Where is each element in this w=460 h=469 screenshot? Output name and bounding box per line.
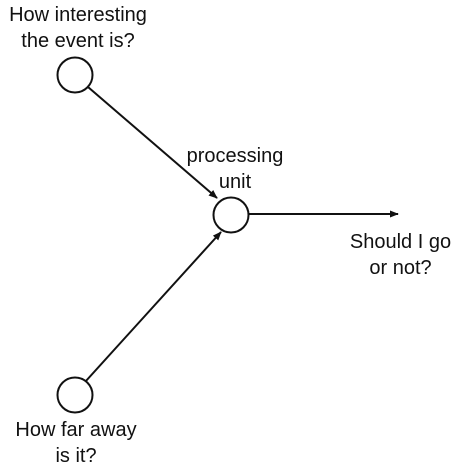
label-processing-unit: processing unit [180,143,290,195]
label-output: Should I go or not? [341,229,460,281]
label-interest-line-1: How interesting [9,4,147,26]
label-distance-line-2: is it? [55,445,97,467]
input-node-interest [56,56,94,94]
label-output-line-2: or not? [369,257,432,279]
processing-unit-node [212,196,250,234]
edge-interest-to-processing [87,86,218,199]
label-interest-line-2: the event is? [21,30,135,52]
label-interest: How interesting the event is? [0,2,156,54]
label-distance: How far away is it? [6,417,146,469]
label-processing-line-2: unit [218,171,252,193]
edge-distance-to-processing [84,231,222,383]
label-distance-line-1: How far away [15,419,137,441]
label-output-line-1: Should I go [349,231,452,253]
label-processing-line-1: processing [186,145,284,167]
input-node-distance [56,376,94,414]
